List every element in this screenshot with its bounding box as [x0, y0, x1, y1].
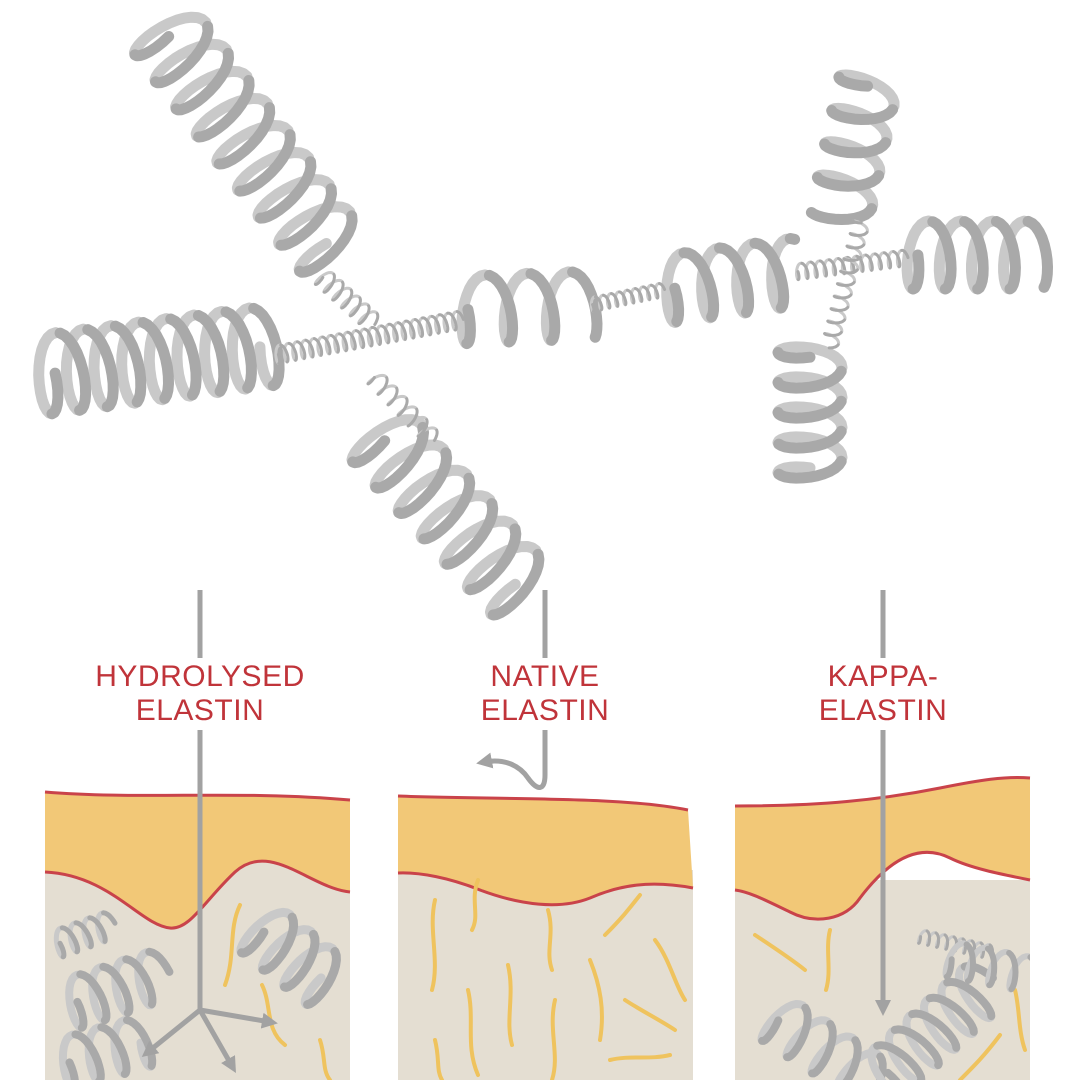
skin-block-kappa: [734, 776, 1031, 1080]
collagen-fiber: [223, 903, 242, 987]
label-line: HYDROLYSED: [95, 660, 305, 693]
helix-fiber-icon: [901, 215, 1053, 295]
helix-fiber-icon: [589, 282, 667, 313]
helix-fiber-icon: [129, 11, 358, 278]
arrow-native: [476, 590, 548, 790]
label-line: KAPPA-: [827, 660, 939, 693]
helix-fiber-icon: [346, 414, 545, 621]
label-hydrolysed-elastin: HYDROLYSED ELASTIN: [91, 658, 309, 730]
label-line: ELASTIN: [135, 694, 265, 727]
label-line: ELASTIN: [818, 694, 948, 727]
helix-fiber-icon: [53, 910, 118, 960]
helix-fiber-icon: [274, 310, 465, 365]
helix-fiber-icon: [65, 947, 174, 1032]
collagen-fiber: [430, 898, 437, 992]
helix-network-fragment: [757, 929, 1030, 1080]
collagen-fiber: [466, 988, 480, 1077]
helix-fiber-icon: [867, 962, 997, 1080]
label-kappa-elastin: KAPPA- ELASTIN: [814, 658, 952, 730]
skin-block-native: [397, 794, 694, 1080]
collagen-fiber: [550, 998, 557, 1080]
helix-fiber-icon: [757, 1000, 887, 1080]
helix-fiber-icon: [823, 219, 869, 350]
helix-fiber-icon: [366, 373, 439, 442]
skin-surface-line: [397, 794, 689, 812]
helix-fiber-icon: [942, 940, 1030, 993]
collagen-fiber: [623, 998, 677, 1032]
collagen-fiber: [588, 958, 604, 1042]
collagen-fiber: [753, 933, 807, 972]
collagen-fiber: [824, 928, 832, 992]
skin-boundary-line: [734, 850, 1031, 921]
label-native-elastin: NATIVE ELASTIN: [476, 658, 614, 730]
collagen-fiber: [653, 938, 687, 1002]
helix-fiber-icon: [795, 248, 910, 282]
elastin-network: [33, 11, 1053, 621]
helix-fiber-icon: [313, 271, 380, 326]
helix-fiber-icon: [33, 302, 285, 420]
arrow-split-icon: [197, 1008, 236, 1073]
helix-fiber-icon: [772, 341, 848, 484]
collagen-fibers: [753, 928, 1027, 1080]
skin-surface-line: [44, 790, 351, 802]
skin-boundary-line: [397, 871, 694, 907]
collagen-fiber: [433, 1038, 444, 1080]
helix-fiber-icon: [236, 907, 341, 1009]
arrow-deflect-icon: [476, 590, 548, 790]
helix-fiber-icon: [456, 266, 603, 350]
collagen-fiber: [506, 963, 514, 1047]
helix-fiber-icon: [805, 69, 900, 225]
collagen-fiber: [318, 1038, 332, 1080]
epidermis-layer: [398, 796, 693, 905]
arrow-split-icon: [141, 1008, 202, 1058]
collagen-fiber: [608, 1053, 672, 1062]
collagen-fiber: [470, 878, 480, 932]
skin-surface-line: [734, 776, 1031, 808]
label-line: NATIVE: [490, 660, 600, 693]
helix-fiber-icon: [661, 233, 801, 328]
collagen-fiber: [546, 908, 554, 972]
collagen-fiber: [603, 893, 642, 937]
collagen-fibers: [430, 878, 687, 1080]
label-line: ELASTIN: [480, 694, 610, 727]
arrow-split-icon: [199, 1007, 278, 1029]
collagen-fiber: [958, 1033, 1002, 1080]
collagen-fiber: [1013, 988, 1027, 1052]
